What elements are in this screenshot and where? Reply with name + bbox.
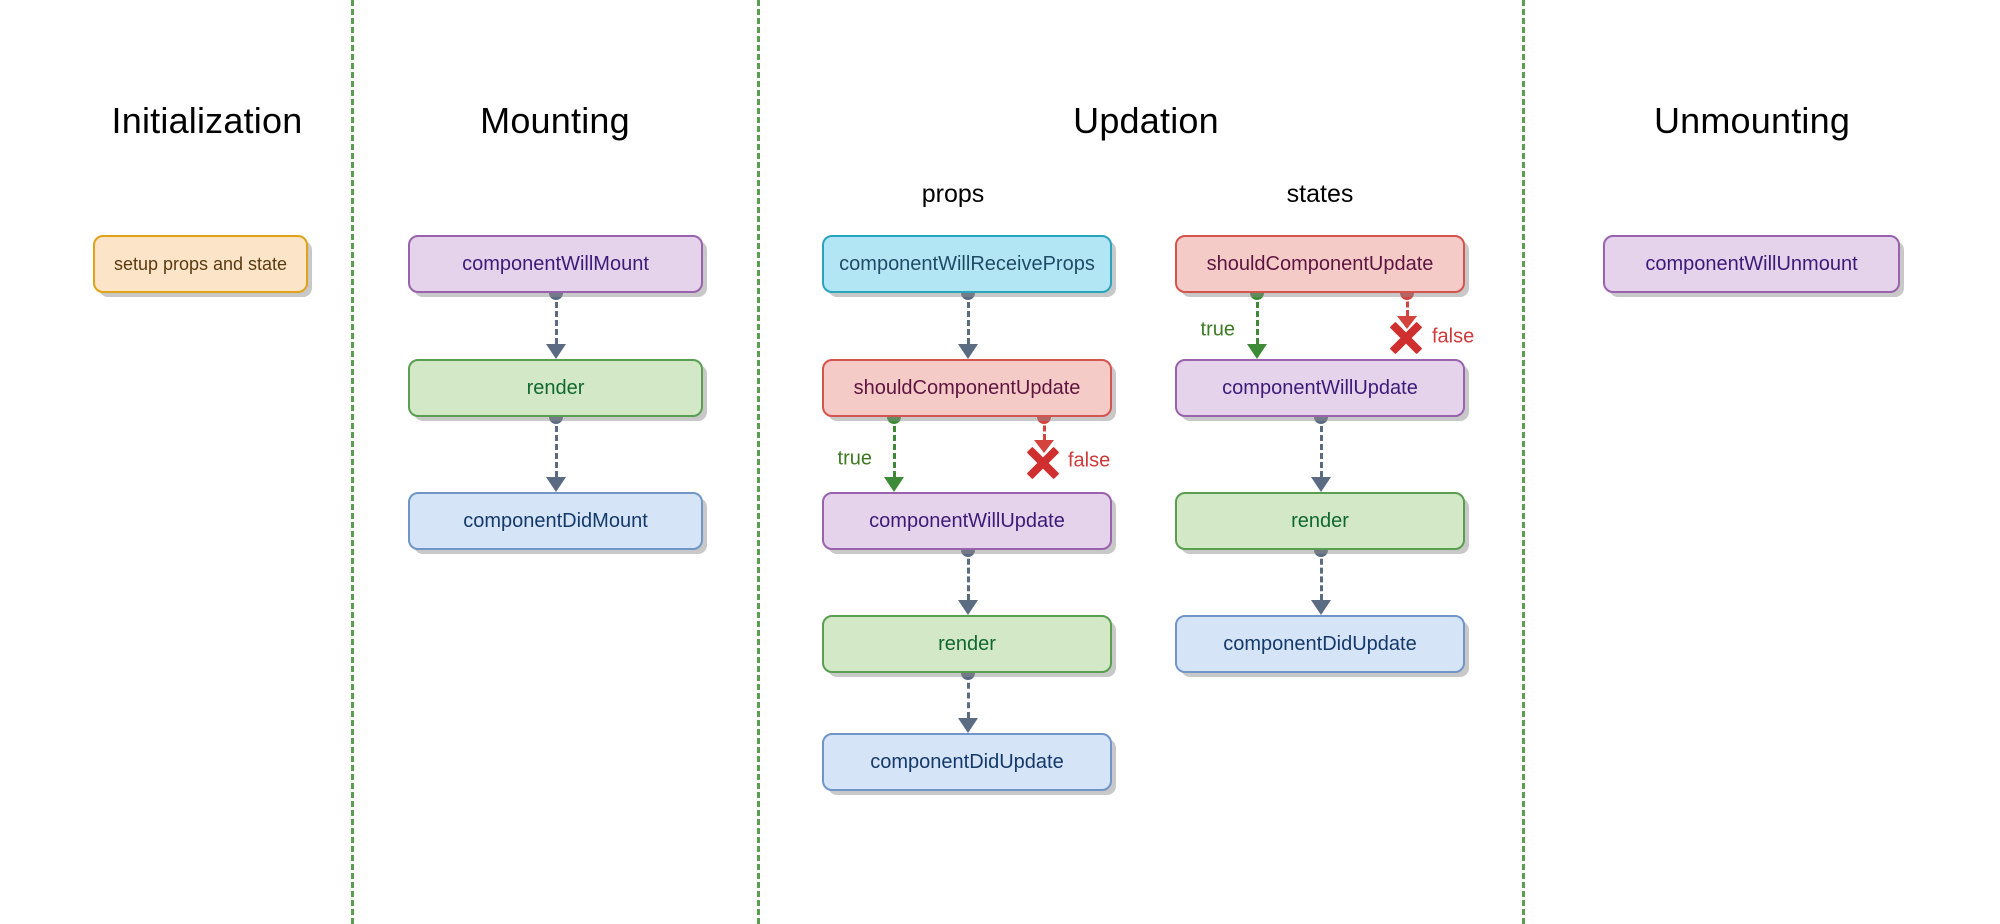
lifecycle-node-label-props-component-will-update: componentWillUpdate (869, 510, 1065, 532)
lifecycle-node-label-states-component-will-update: componentWillUpdate (1222, 377, 1418, 399)
lifecycle-node-unmounting-component-will-unmount[interactable]: componentWillUnmount (1603, 235, 1900, 293)
lifecycle-node-setup-props-and-state[interactable]: setup props and state (93, 235, 308, 293)
connector-line-conn-props-should-willupdate-true (893, 417, 896, 477)
phase-title-unmounting: Unmounting (1653, 100, 1851, 141)
column-separator-sep-init-mount (351, 0, 354, 924)
lifecycle-node-props-component-did-update[interactable]: componentDidUpdate (822, 733, 1112, 791)
lifecycle-node-label-states-should-component-update: shouldComponentUpdate (1206, 253, 1434, 275)
lifecycle-node-label-mounting-render: render (526, 377, 585, 399)
connector-arrowhead-conn-props-should-willupdate-true (884, 477, 904, 492)
phase-title-mounting: Mounting (480, 100, 630, 141)
lifecycle-node-label-mounting-component-will-mount: componentWillMount (462, 253, 649, 275)
connector-arrowhead-conn-states-render-didupdate (1311, 600, 1331, 615)
branch-label-props-true-label: true (837, 447, 872, 470)
connector-line-conn-mount-render-didmount (555, 417, 558, 477)
connector-line-conn-states-willupdate-render (1320, 417, 1323, 477)
connector-arrowhead-conn-states-willupdate-render (1311, 477, 1331, 492)
lifecycle-node-label-props-component-will-receive-props: componentWillReceiveProps (839, 253, 1095, 275)
connector-line-conn-mount-willmount-render (555, 293, 558, 344)
subgroup-title-props: props (921, 180, 985, 208)
connector-arrowhead-conn-props-render-didupdate (958, 718, 978, 733)
lifecycle-node-label-mounting-component-did-mount: componentDidMount (463, 510, 648, 532)
connector-arrowhead-conn-props-receive-should (958, 344, 978, 359)
connector-line-conn-props-receive-should (967, 293, 970, 344)
column-separator-sep-updation-unmount (1522, 0, 1525, 924)
lifecycle-node-label-setup-props-and-state: setup props and state (113, 254, 288, 274)
connector-line-conn-props-willupdate-render (967, 550, 970, 600)
lifecycle-node-mounting-component-did-mount[interactable]: componentDidMount (408, 492, 703, 550)
branch-label-states-false-label: false (1432, 325, 1475, 348)
subgroup-title-states: states (1286, 180, 1354, 208)
branch-label-states-true-label: true (1200, 318, 1235, 341)
phase-title-updation: Updation (1073, 100, 1219, 141)
connector-arrowhead-conn-props-willupdate-render (958, 600, 978, 615)
lifecycle-node-states-render[interactable]: render (1175, 492, 1465, 550)
lifecycle-node-props-render[interactable]: render (822, 615, 1112, 673)
lifecycle-node-label-props-should-component-update: shouldComponentUpdate (853, 377, 1081, 399)
lifecycle-node-props-component-will-update[interactable]: componentWillUpdate (822, 492, 1112, 550)
lifecycle-node-label-unmounting-component-will-unmount: componentWillUnmount (1645, 253, 1858, 275)
lifecycle-node-props-component-will-receive-props[interactable]: componentWillReceiveProps (822, 235, 1112, 293)
lifecycle-node-mounting-component-will-mount[interactable]: componentWillMount (408, 235, 703, 293)
connector-line-conn-states-should-false (1406, 293, 1409, 316)
column-separator-sep-mount-updation (757, 0, 760, 924)
lifecycle-node-states-component-did-update[interactable]: componentDidUpdate (1175, 615, 1465, 673)
connector-line-conn-props-render-didupdate (967, 673, 970, 718)
blocked-x-icon-props-false-x-mark (1026, 446, 1060, 480)
connector-line-conn-props-should-false (1043, 417, 1046, 440)
branch-label-props-false-label: false (1068, 449, 1111, 472)
lifecycle-node-mounting-render[interactable]: render (408, 359, 703, 417)
connector-line-conn-states-should-willupdate-true (1256, 293, 1259, 344)
connector-line-conn-states-render-didupdate (1320, 550, 1323, 600)
connector-arrowhead-conn-mount-render-didmount (546, 477, 566, 492)
lifecycle-node-label-props-render: render (938, 633, 996, 655)
lifecycle-node-states-should-component-update[interactable]: shouldComponentUpdate (1175, 235, 1465, 293)
lifecycle-node-label-props-component-did-update: componentDidUpdate (870, 751, 1064, 773)
lifecycle-node-states-component-will-update[interactable]: componentWillUpdate (1175, 359, 1465, 417)
phase-title-initialization: Initialization (111, 100, 303, 141)
connector-arrowhead-conn-mount-willmount-render (546, 344, 566, 359)
connector-arrowhead-conn-states-should-willupdate-true (1247, 344, 1267, 359)
lifecycle-node-props-should-component-update[interactable]: shouldComponentUpdate (822, 359, 1112, 417)
lifecycle-node-label-states-render: render (1291, 510, 1349, 532)
blocked-x-icon-states-false-x-mark (1389, 321, 1423, 355)
lifecycle-node-label-states-component-did-update: componentDidUpdate (1223, 633, 1417, 655)
